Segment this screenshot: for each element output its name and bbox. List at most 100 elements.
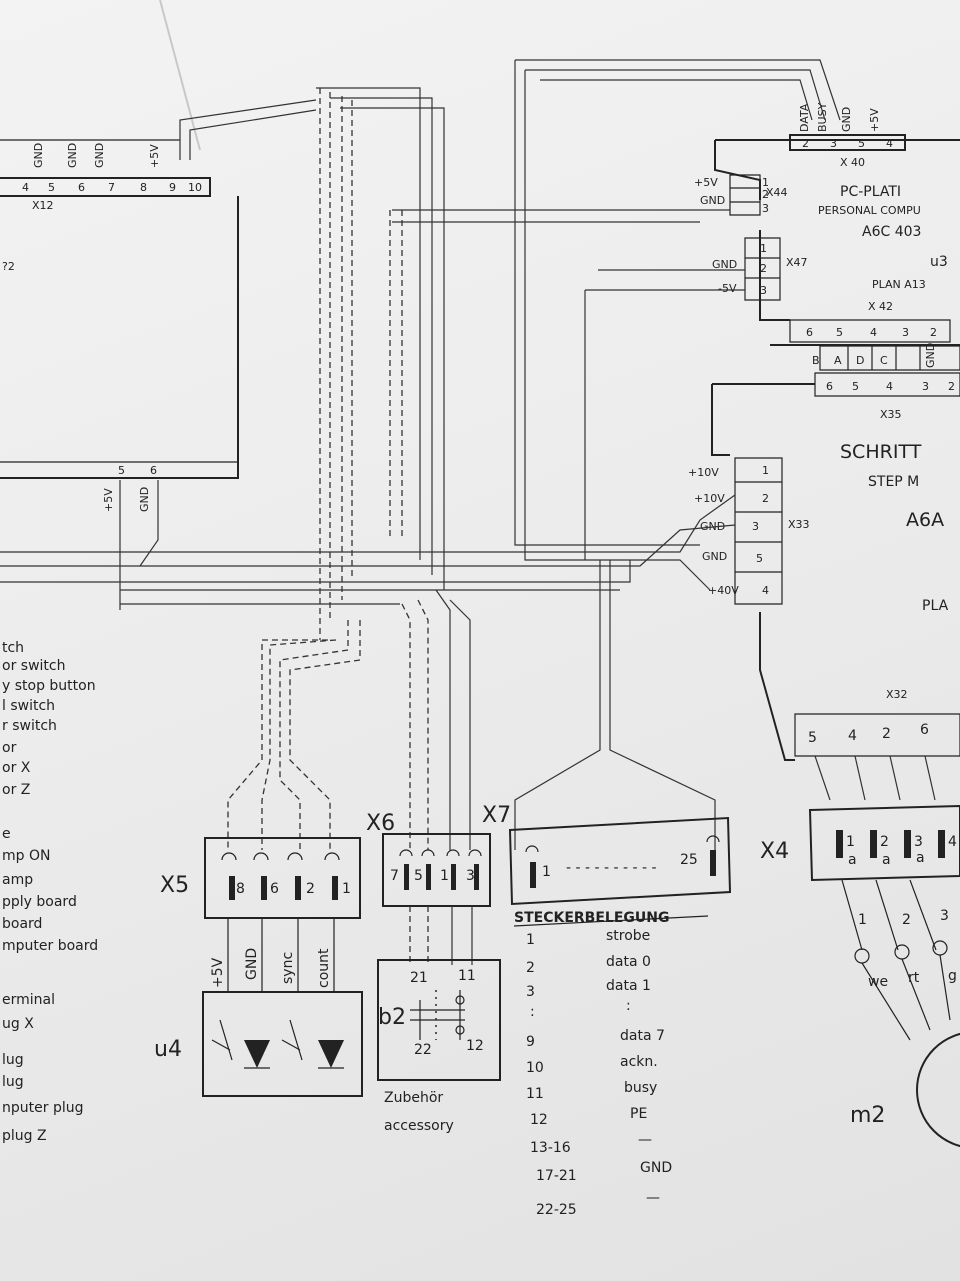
x12-pin-6: 10 (188, 181, 202, 194)
pc-board-subtitle: PERSONAL COMPU (818, 204, 921, 217)
x12-label: X12 (32, 199, 54, 212)
x12-sig-0: GND (32, 143, 45, 168)
u4-label: u4 (154, 1037, 182, 1062)
pin-row-6-sig: busy (624, 1080, 657, 1096)
pc-board-ref: u3 (930, 254, 948, 270)
pin-row-5-sig: ackn. (620, 1054, 658, 1070)
x5-sig-0: +5V (210, 957, 226, 988)
x40-pin-1: 3 (830, 137, 837, 150)
x47-label: X47 (786, 256, 808, 269)
x12-sig-1: GND (66, 143, 79, 168)
x4-connector: X4 1 2 3 4 a a a 1 2 3 we rt g m2 (760, 804, 960, 1148)
paper-fold (159, 0, 201, 151)
x33-label: X33 (788, 518, 810, 531)
legend-16: lug (2, 1052, 24, 1068)
b2-pin-2: 22 (414, 1042, 432, 1058)
pin-assignment-table: STECKERBELEGUNG 1 strobe 2 data 0 3 data… (513, 910, 709, 1218)
x33-pin-4: 4 (762, 584, 769, 597)
x32-pin-2: 2 (882, 726, 891, 742)
x4-wire-0: 1 (858, 912, 867, 928)
sig-row-0: B (812, 354, 820, 367)
x4-sub-2: a (916, 850, 925, 866)
sig-row-1: A (834, 354, 842, 367)
x5-pin-0: 8 (236, 881, 245, 897)
x4-label: X4 (760, 839, 789, 864)
step-board: SCHRITT STEP M A6A PLA +10V +10V GND GND… (688, 383, 960, 761)
x7-pin-last: 25 (680, 852, 698, 868)
x35-pin-2: 4 (886, 380, 893, 393)
x40-label: X 40 (840, 156, 865, 169)
x35-pin-4: 2 (948, 380, 955, 393)
x42-pin-1: 5 (836, 326, 843, 339)
step-board-title: SCHRITT (840, 441, 922, 463)
x5-sig-3: count (316, 948, 332, 988)
left-board-sig-0: +5V (102, 488, 115, 512)
legend-7: or Z (2, 782, 30, 798)
x35-pin-3: 3 (922, 380, 929, 393)
x7-dots: - - - - - - - - - - (566, 860, 657, 876)
x40-pin-3: 4 (886, 137, 893, 150)
left-board-sig-1: GND (138, 487, 151, 512)
x4-sub-1: a (882, 852, 891, 868)
x4-color-1: rt (908, 970, 920, 986)
x47-pin-2: 3 (760, 284, 767, 297)
legend-0: tch (2, 640, 24, 656)
left-board-pin-0: 5 (118, 464, 125, 477)
pin-row-4-pin: 9 (526, 1034, 535, 1050)
pin-row-2-sig: data 1 (606, 978, 651, 994)
legend-11: pply board (2, 894, 77, 910)
x33-sig-1: +10V (694, 492, 725, 505)
x32-label: X32 (886, 688, 908, 701)
pin-row-8-sig: — (638, 1132, 652, 1148)
x40-sig-3: +5V (868, 108, 881, 132)
sig-row-4: GND (924, 343, 937, 368)
legend-9: mp ON (2, 848, 50, 864)
x4-wire-2: 3 (940, 908, 949, 924)
wire-bundles (0, 59, 936, 850)
x4-color-2: g (948, 968, 957, 984)
x12-pin-3: 7 (108, 181, 115, 194)
legend-14: erminal (2, 992, 55, 1008)
step-board-subtitle: STEP M (868, 474, 919, 490)
pin-row-5-pin: 10 (526, 1060, 544, 1076)
left-board: 5 6 +5V GND (0, 196, 239, 512)
x5-label: X5 (160, 873, 189, 898)
step-board-code: A6A (906, 509, 944, 531)
b2-pin-1: 11 (458, 968, 476, 984)
x6-connector: X6 7 5 1 3 (366, 811, 491, 965)
pin-row-9-sig: GND (640, 1160, 672, 1176)
x33-pin-2: 3 (752, 520, 759, 533)
x6-pin-0: 7 (390, 868, 399, 884)
b2-pin-0: 21 (410, 970, 428, 986)
pc-board: DATA BUSY GND +5V 2 3 5 4 X 40 PC-PLATI … (694, 102, 960, 421)
legend-17: lug (2, 1074, 24, 1090)
pin-row-4-sig: data 7 (620, 1028, 665, 1044)
x5-sig-2: sync (280, 952, 296, 984)
x12-pin-4: 8 (140, 181, 147, 194)
x35-pin-1: 5 (852, 380, 859, 393)
sig-row-2: D (856, 354, 864, 367)
left-frag: ?2 (2, 260, 15, 273)
x7-label: X7 (482, 803, 511, 828)
x47-pin-0: 1 (760, 242, 767, 255)
x33-pin-3: 5 (756, 552, 763, 565)
x12-pin-1: 5 (48, 181, 55, 194)
b2-caption-en: accessory (384, 1118, 454, 1134)
x12-connector: GND GND GND +5V 4 5 6 7 8 9 10 X12 ?2 (0, 139, 211, 273)
x40-sig-0: DATA (798, 103, 811, 132)
x4-sub-0: a (848, 852, 857, 868)
x42-pin-0: 6 (806, 326, 813, 339)
x44-pin-1: 2 (762, 188, 769, 201)
legend-15: ug X (2, 1016, 34, 1032)
x35-label: X35 (880, 408, 902, 421)
pin-row-1-pin: 2 (526, 960, 535, 976)
legend-19: plug Z (2, 1128, 47, 1144)
sig-row-3: C (880, 354, 888, 367)
pin-row-7-sig: PE (630, 1106, 647, 1122)
x40-sig-1: BUSY (816, 102, 829, 132)
x35-pin-0: 6 (826, 380, 833, 393)
u4-optocoupler: u4 (154, 991, 363, 1097)
x47-sig-0: GND (712, 258, 737, 271)
x40-sig-2: GND (840, 107, 853, 132)
